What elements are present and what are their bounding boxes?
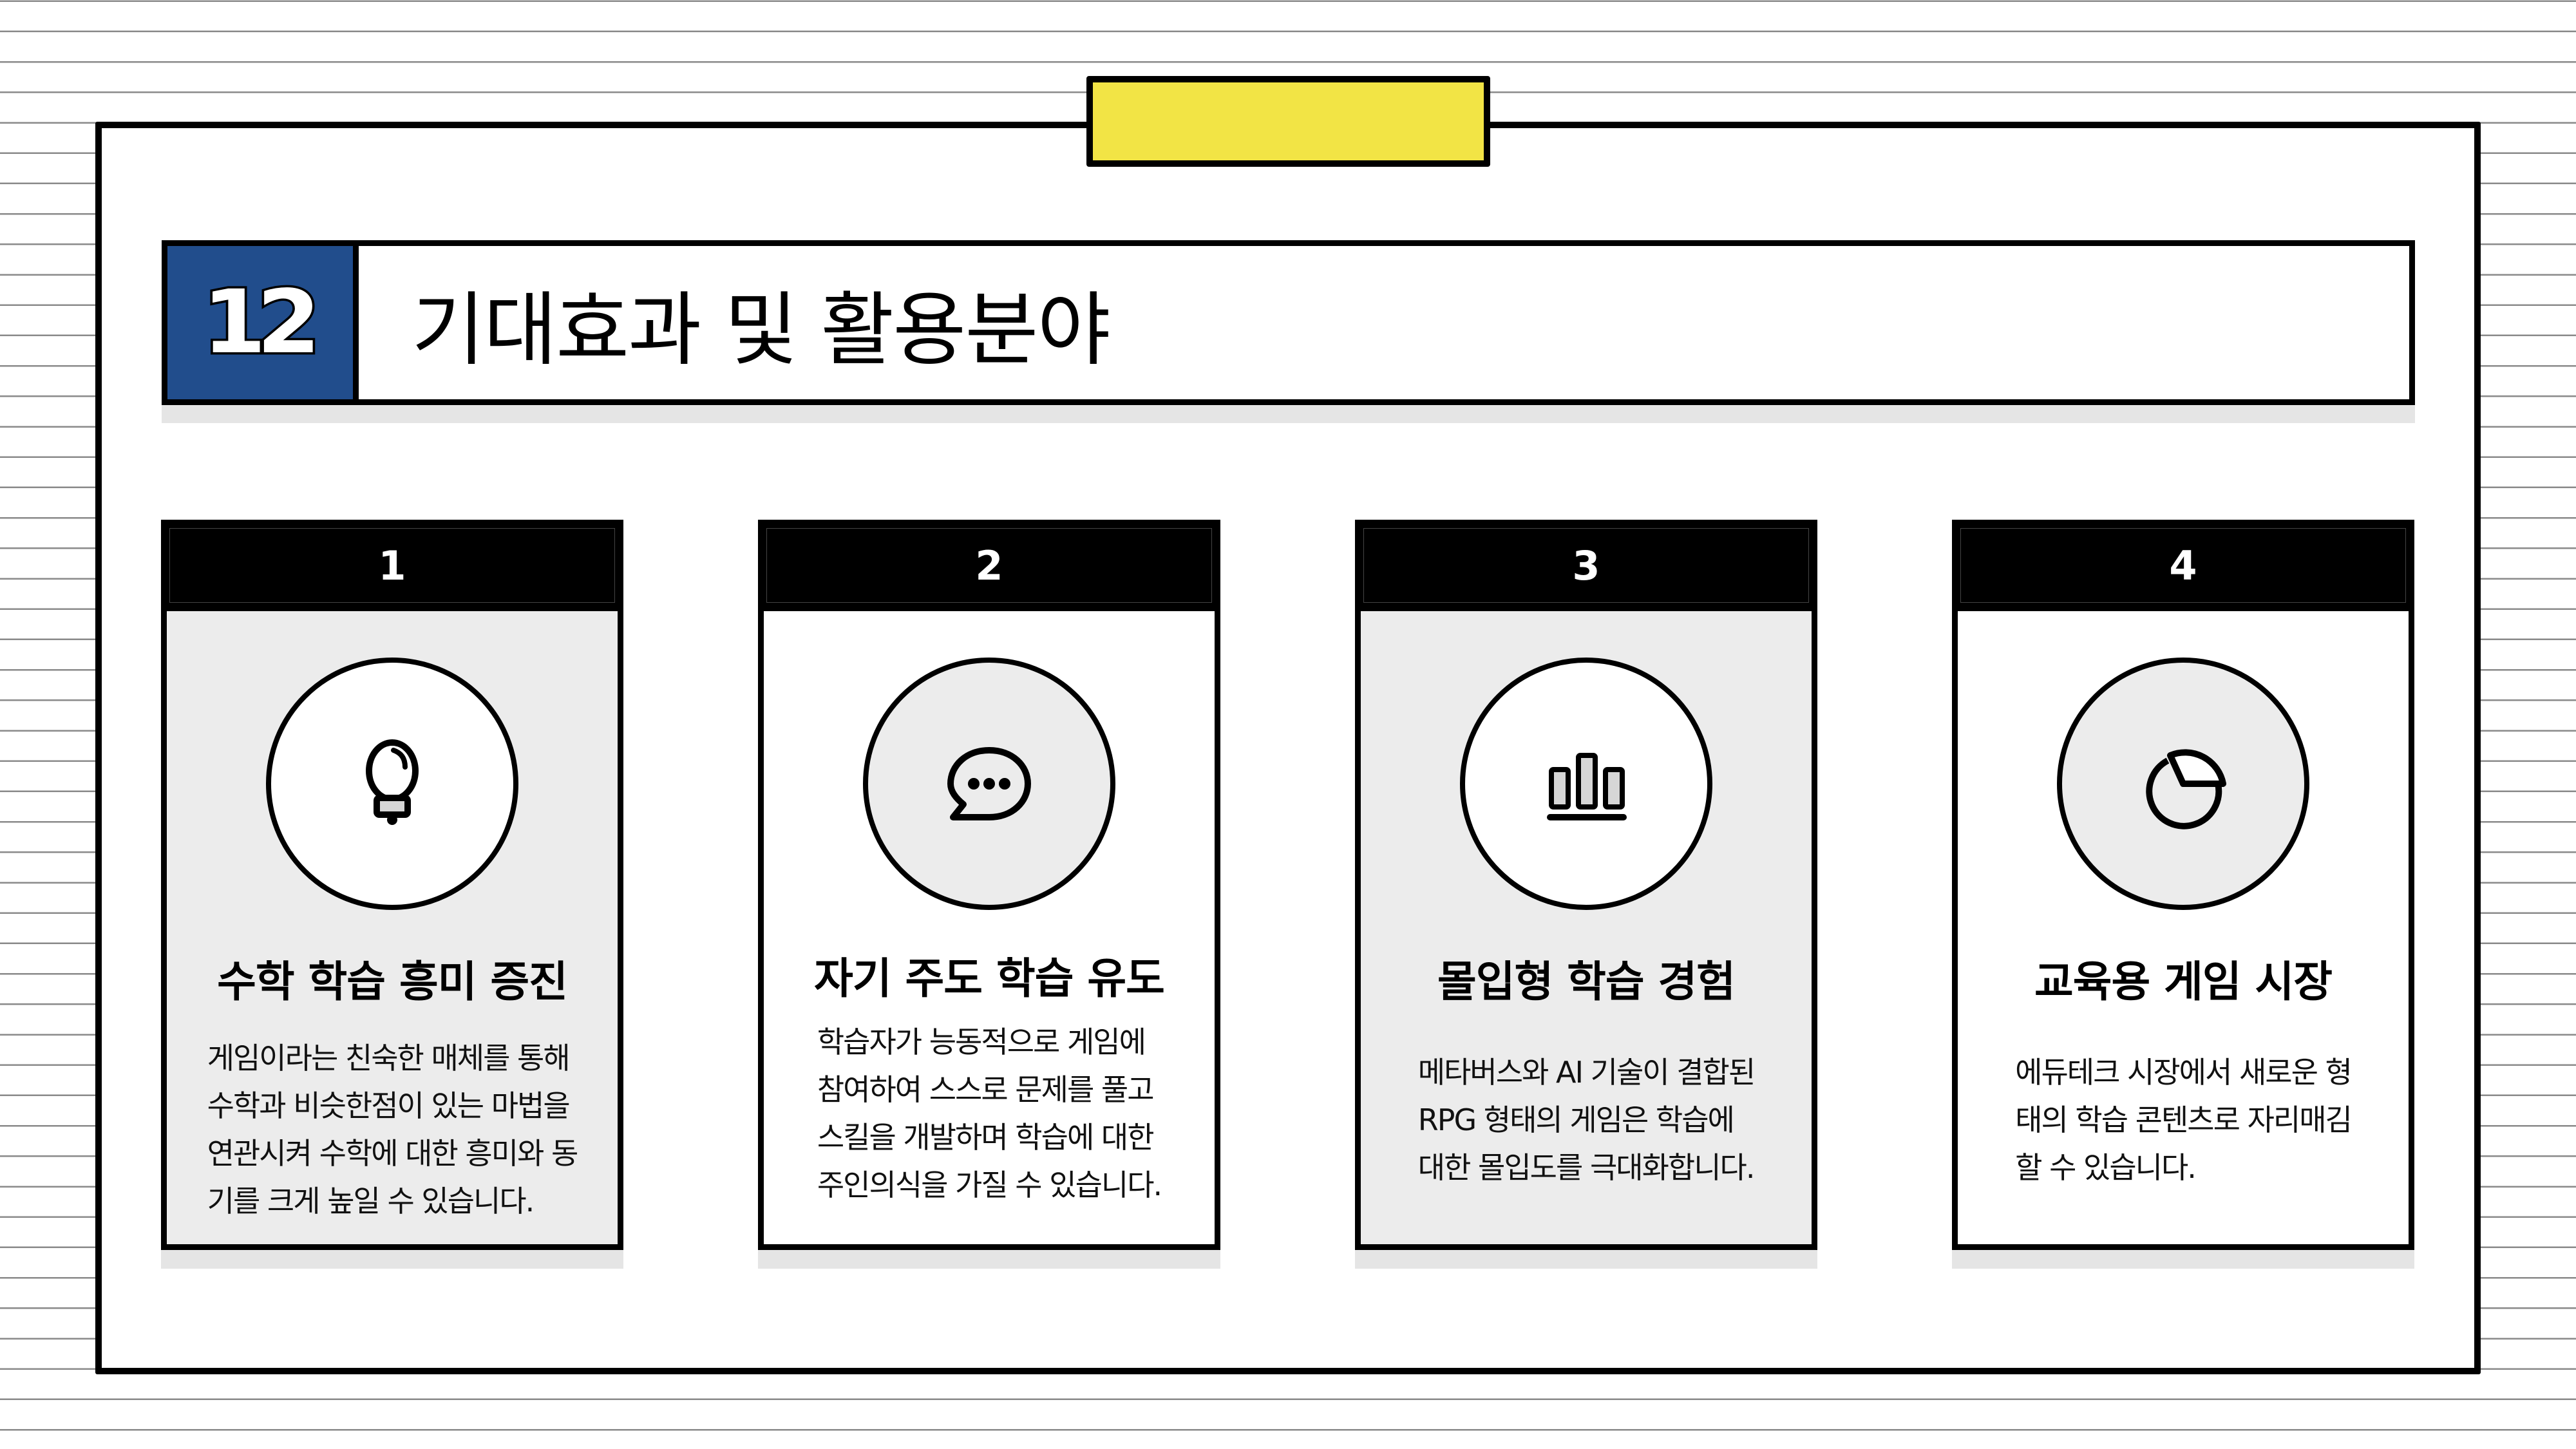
icon-circle xyxy=(2057,658,2309,910)
slide-header: 12 기대효과 및 활용분야 xyxy=(162,240,2415,405)
card-number: 3 xyxy=(1361,526,1812,611)
lightbulb-icon xyxy=(366,739,419,825)
card-title: 자기 주도 학습 유도 xyxy=(814,954,1165,1003)
card-description: 게임이라는 친숙한 매체를 통해 수학과 비슷한점이 있는 마법을 연관시켜 수… xyxy=(207,1041,579,1218)
card-description: 에듀테크 시장에서 새로운 형 태의 학습 콘텐츠로 자리매김 할 수 있습니다… xyxy=(2015,1055,2353,1185)
card-2: 2 자기 주도 학습 유도 학습자가 능동적으로 게임에 참여하여 스스로 문제… xyxy=(758,520,1220,1250)
card-title: 수학 학습 흥미 증진 xyxy=(217,957,568,1007)
page-title: 기대효과 및 활용분야 xyxy=(412,284,1111,377)
card-body: 메타버스와 AI 기술이 결합된 RPG 형태의 게임은 학습에 대한 몰입도를… xyxy=(1361,1048,1812,1191)
bar-chart-icon xyxy=(1547,753,1627,820)
card-1: 1 수학 학습 흥미 증진 게임이라는 친숙한 매체를 통해 수학과 비슷한점이… xyxy=(161,520,623,1250)
card-body: 학습자가 능동적으로 게임에 참여하여 스스로 문제를 풀고 스킬을 개발하며 … xyxy=(764,1018,1215,1209)
card-number: 1 xyxy=(167,526,618,611)
section-number-badge: 12 xyxy=(167,246,359,399)
card-number: 4 xyxy=(1958,526,2409,611)
icon-circle xyxy=(1460,658,1712,910)
icon-circle xyxy=(863,658,1115,910)
chat-bubble-icon xyxy=(947,747,1031,820)
card-body: 게임이라는 친숙한 매체를 통해 수학과 비슷한점이 있는 마법을 연관시켜 수… xyxy=(167,1034,618,1225)
card-title: 교육용 게임 시장 xyxy=(2034,957,2333,1007)
icon-circle xyxy=(266,658,518,910)
card-number: 2 xyxy=(764,526,1215,611)
pie-chart-icon xyxy=(2146,749,2226,829)
card-description: 학습자가 능동적으로 게임에 참여하여 스스로 문제를 풀고 스킬을 개발하며 … xyxy=(817,1025,1162,1202)
card-description: 메타버스와 AI 기술이 결합된 RPG 형태의 게임은 학습에 대한 몰입도를… xyxy=(1417,1055,1756,1185)
card-3: 3 몰입형 학습 경험 메타버스와 AI 기술이 결합된 RPG 형태의 게임은… xyxy=(1355,520,1817,1250)
section-number: 12 xyxy=(200,270,323,376)
card-body: 에듀테크 시장에서 새로운 형 태의 학습 콘텐츠로 자리매김 할 수 있습니다… xyxy=(1958,1048,2409,1191)
yellow-tab-decoration xyxy=(1086,76,1490,167)
card-title: 몰입형 학습 경험 xyxy=(1437,957,1736,1007)
card-4: 4 교육용 게임 시장 에듀테크 시장에서 새로운 형 태의 학습 콘텐츠로 자… xyxy=(1952,520,2414,1250)
